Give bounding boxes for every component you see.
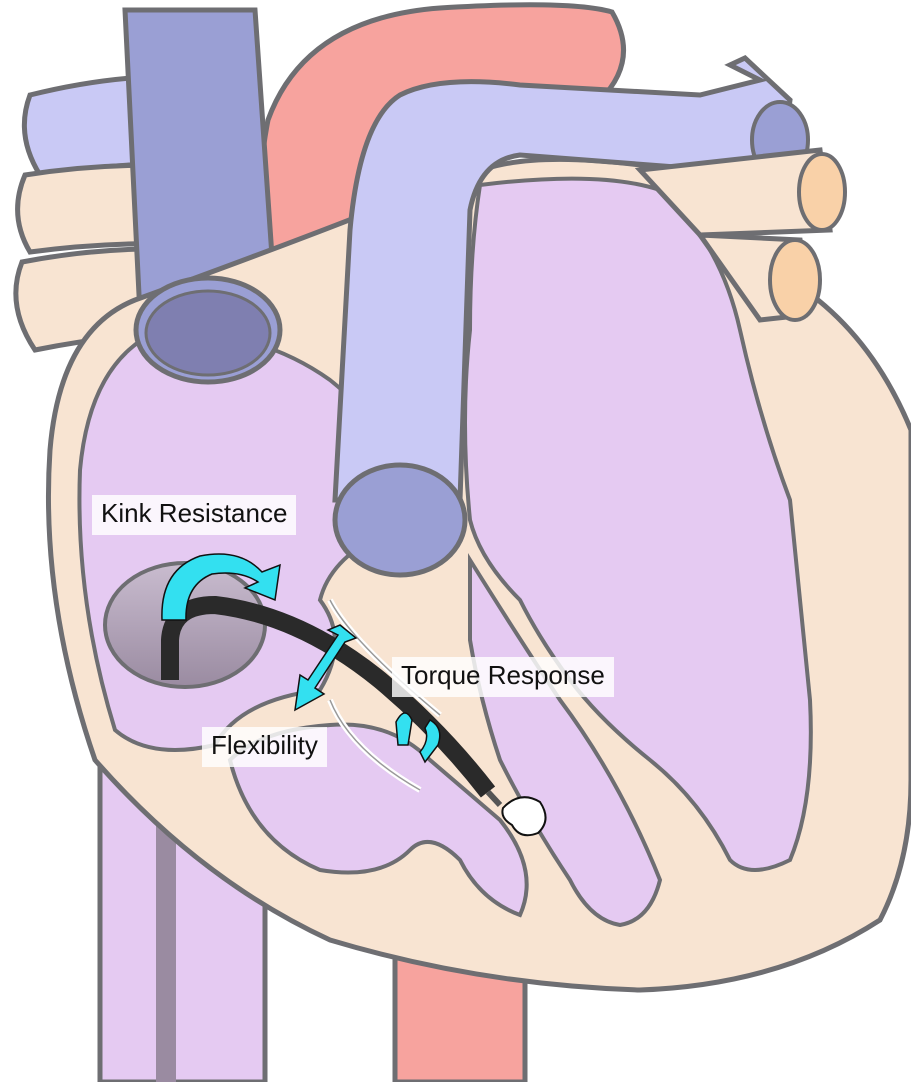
pulmonary-artery-opening — [335, 465, 465, 575]
kink-resistance-label: Kink Resistance — [92, 495, 296, 535]
flexibility-label: Flexibility — [202, 727, 327, 767]
torque-response-label: Torque Response — [392, 657, 614, 697]
